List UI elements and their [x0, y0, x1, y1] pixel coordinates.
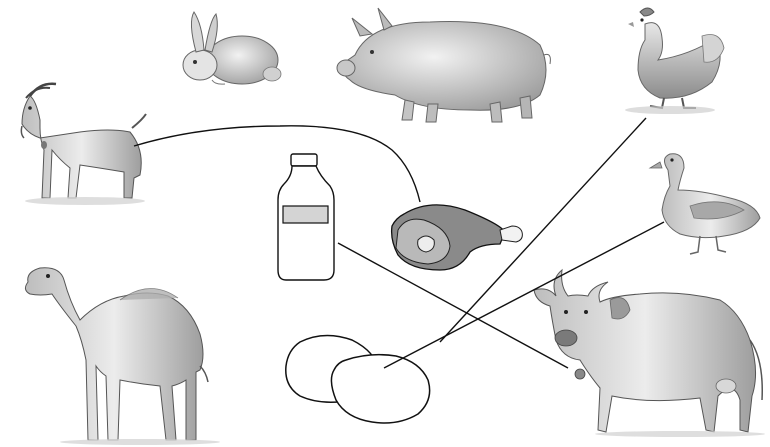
rabbit-icon[interactable] — [183, 12, 281, 84]
pig-icon[interactable] — [337, 8, 550, 122]
cow-icon[interactable] — [534, 270, 765, 437]
goat-icon[interactable] — [21, 84, 146, 205]
line-goat-meat[interactable] — [134, 126, 420, 202]
hen-icon[interactable] — [625, 8, 724, 114]
milk-bottle-icon[interactable] — [278, 154, 334, 280]
meat-leg-icon[interactable] — [392, 205, 523, 270]
camel-icon[interactable] — [25, 268, 220, 445]
eggs-icon[interactable] — [286, 335, 430, 423]
duck-icon[interactable] — [650, 154, 760, 254]
